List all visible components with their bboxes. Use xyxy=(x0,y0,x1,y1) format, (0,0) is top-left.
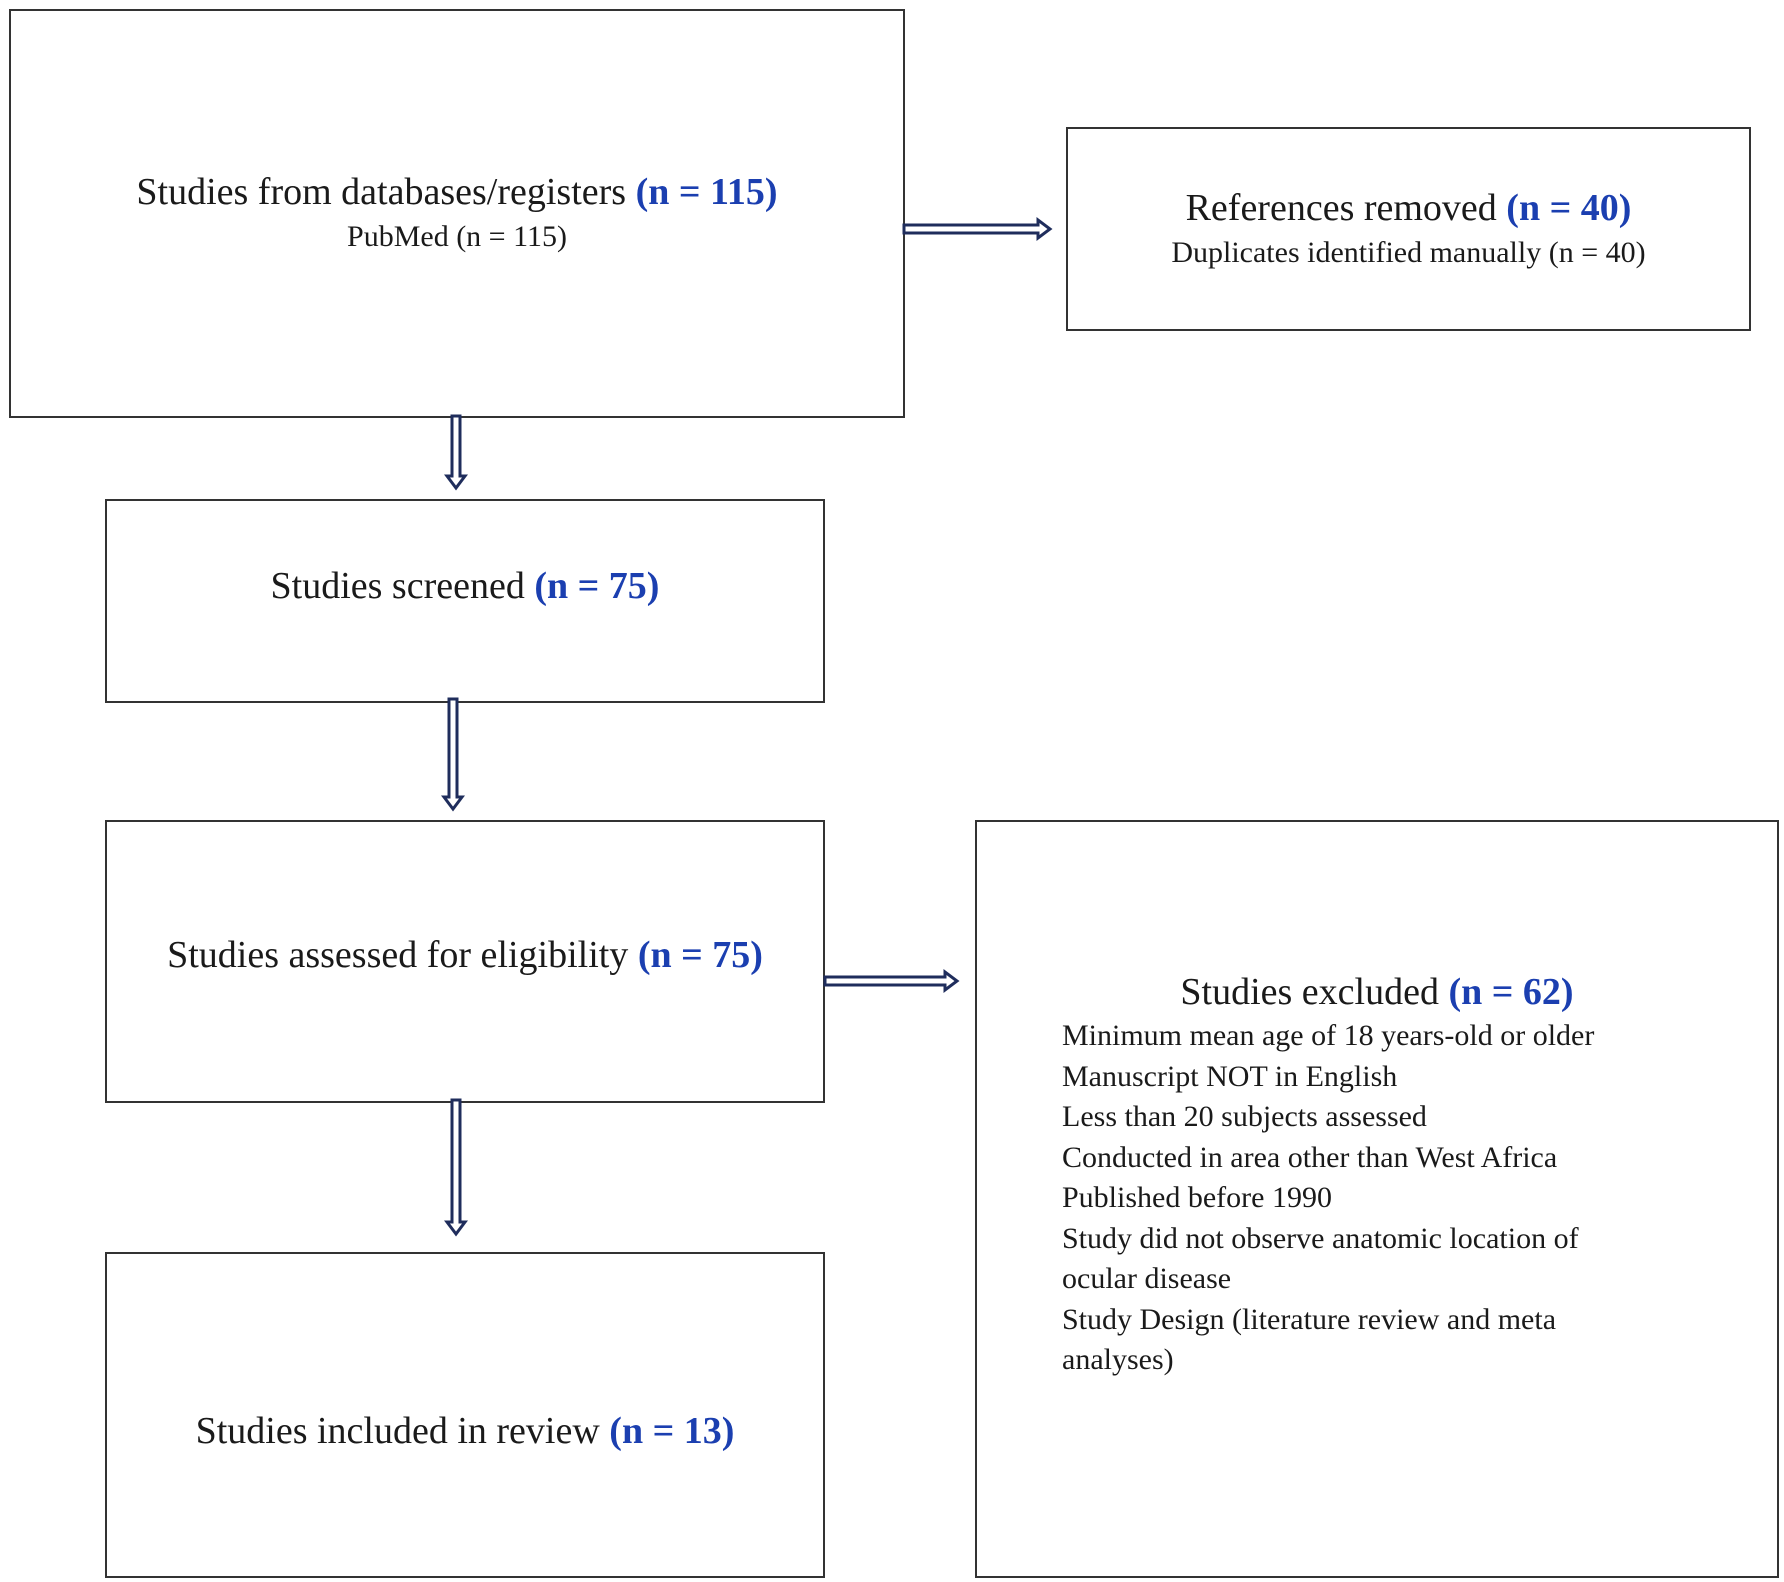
exclusion-reason: Conducted in area other than West Africa xyxy=(1062,1140,1558,1174)
eligibility-box: Studies assessed for eligibility (n = 75… xyxy=(105,820,825,1103)
arrow-right-to-excluded xyxy=(823,969,960,993)
removed-heading: References removed (n = 40) xyxy=(1068,185,1749,231)
arrow-down-to-included xyxy=(444,1098,468,1237)
exclusion-reason: Minimum mean age of 18 years-old or olde… xyxy=(1062,1019,1595,1052)
identification-box: Studies from databases/registers (n = 11… xyxy=(9,9,905,418)
screened-title: Studies screened xyxy=(270,565,525,607)
excluded-heading: Studies excluded (n = 62) xyxy=(977,969,1777,1015)
identification-count: (n = 115) xyxy=(635,171,778,213)
exclusion-reason: Study did not observe anatomic location … xyxy=(1062,1221,1579,1255)
eligibility-title: Studies assessed for eligibility xyxy=(167,934,629,976)
arrow-right-to-removed xyxy=(902,217,1053,241)
exclusion-reason: Manuscript NOT in English xyxy=(1062,1059,1398,1093)
screened-heading: Studies screened (n = 75) xyxy=(107,563,823,609)
eligibility-heading: Studies assessed for eligibility (n = 75… xyxy=(107,932,823,978)
eligibility-count: (n = 75) xyxy=(637,934,763,976)
removed-title: References removed xyxy=(1185,187,1497,229)
exclusion-reason: ocular disease xyxy=(1062,1262,1232,1295)
screened-count: (n = 75) xyxy=(534,565,660,607)
identification-heading: Studies from databases/registers (n = 11… xyxy=(11,169,903,215)
included-count: (n = 13) xyxy=(609,1410,735,1452)
removed-detail: Duplicates identified manually (n = 40) xyxy=(1171,236,1646,269)
excluded-box: Studies excluded (n = 62) Minimum mean a… xyxy=(975,820,1779,1578)
excluded-count: (n = 62) xyxy=(1448,971,1574,1013)
exclusion-reason: Less than 20 subjects assessed xyxy=(1062,1100,1427,1133)
arrow-down-to-eligibility xyxy=(441,697,465,812)
included-heading: Studies included in review (n = 13) xyxy=(107,1408,823,1454)
included-title: Studies included in review xyxy=(195,1410,600,1452)
included-box: Studies included in review (n = 13) xyxy=(105,1252,825,1578)
screened-box: Studies screened (n = 75) xyxy=(105,499,825,703)
arrow-down-to-screened xyxy=(444,414,468,491)
exclusion-reason: Published before 1990 xyxy=(1062,1181,1332,1214)
identification-source: PubMed (n = 115) xyxy=(347,220,567,253)
removed-box: References removed (n = 40) Duplicates i… xyxy=(1066,127,1751,331)
excluded-title: Studies excluded xyxy=(1180,971,1439,1013)
exclusion-reason: analyses) xyxy=(1062,1343,1174,1376)
exclusion-reason: Study Design (literature review and meta xyxy=(1062,1302,1557,1336)
exclusion-reasons-list: Minimum mean age of 18 years-old or olde… xyxy=(1062,1016,1757,1381)
removed-count: (n = 40) xyxy=(1506,187,1632,229)
identification-title: Studies from databases/registers xyxy=(136,171,627,213)
